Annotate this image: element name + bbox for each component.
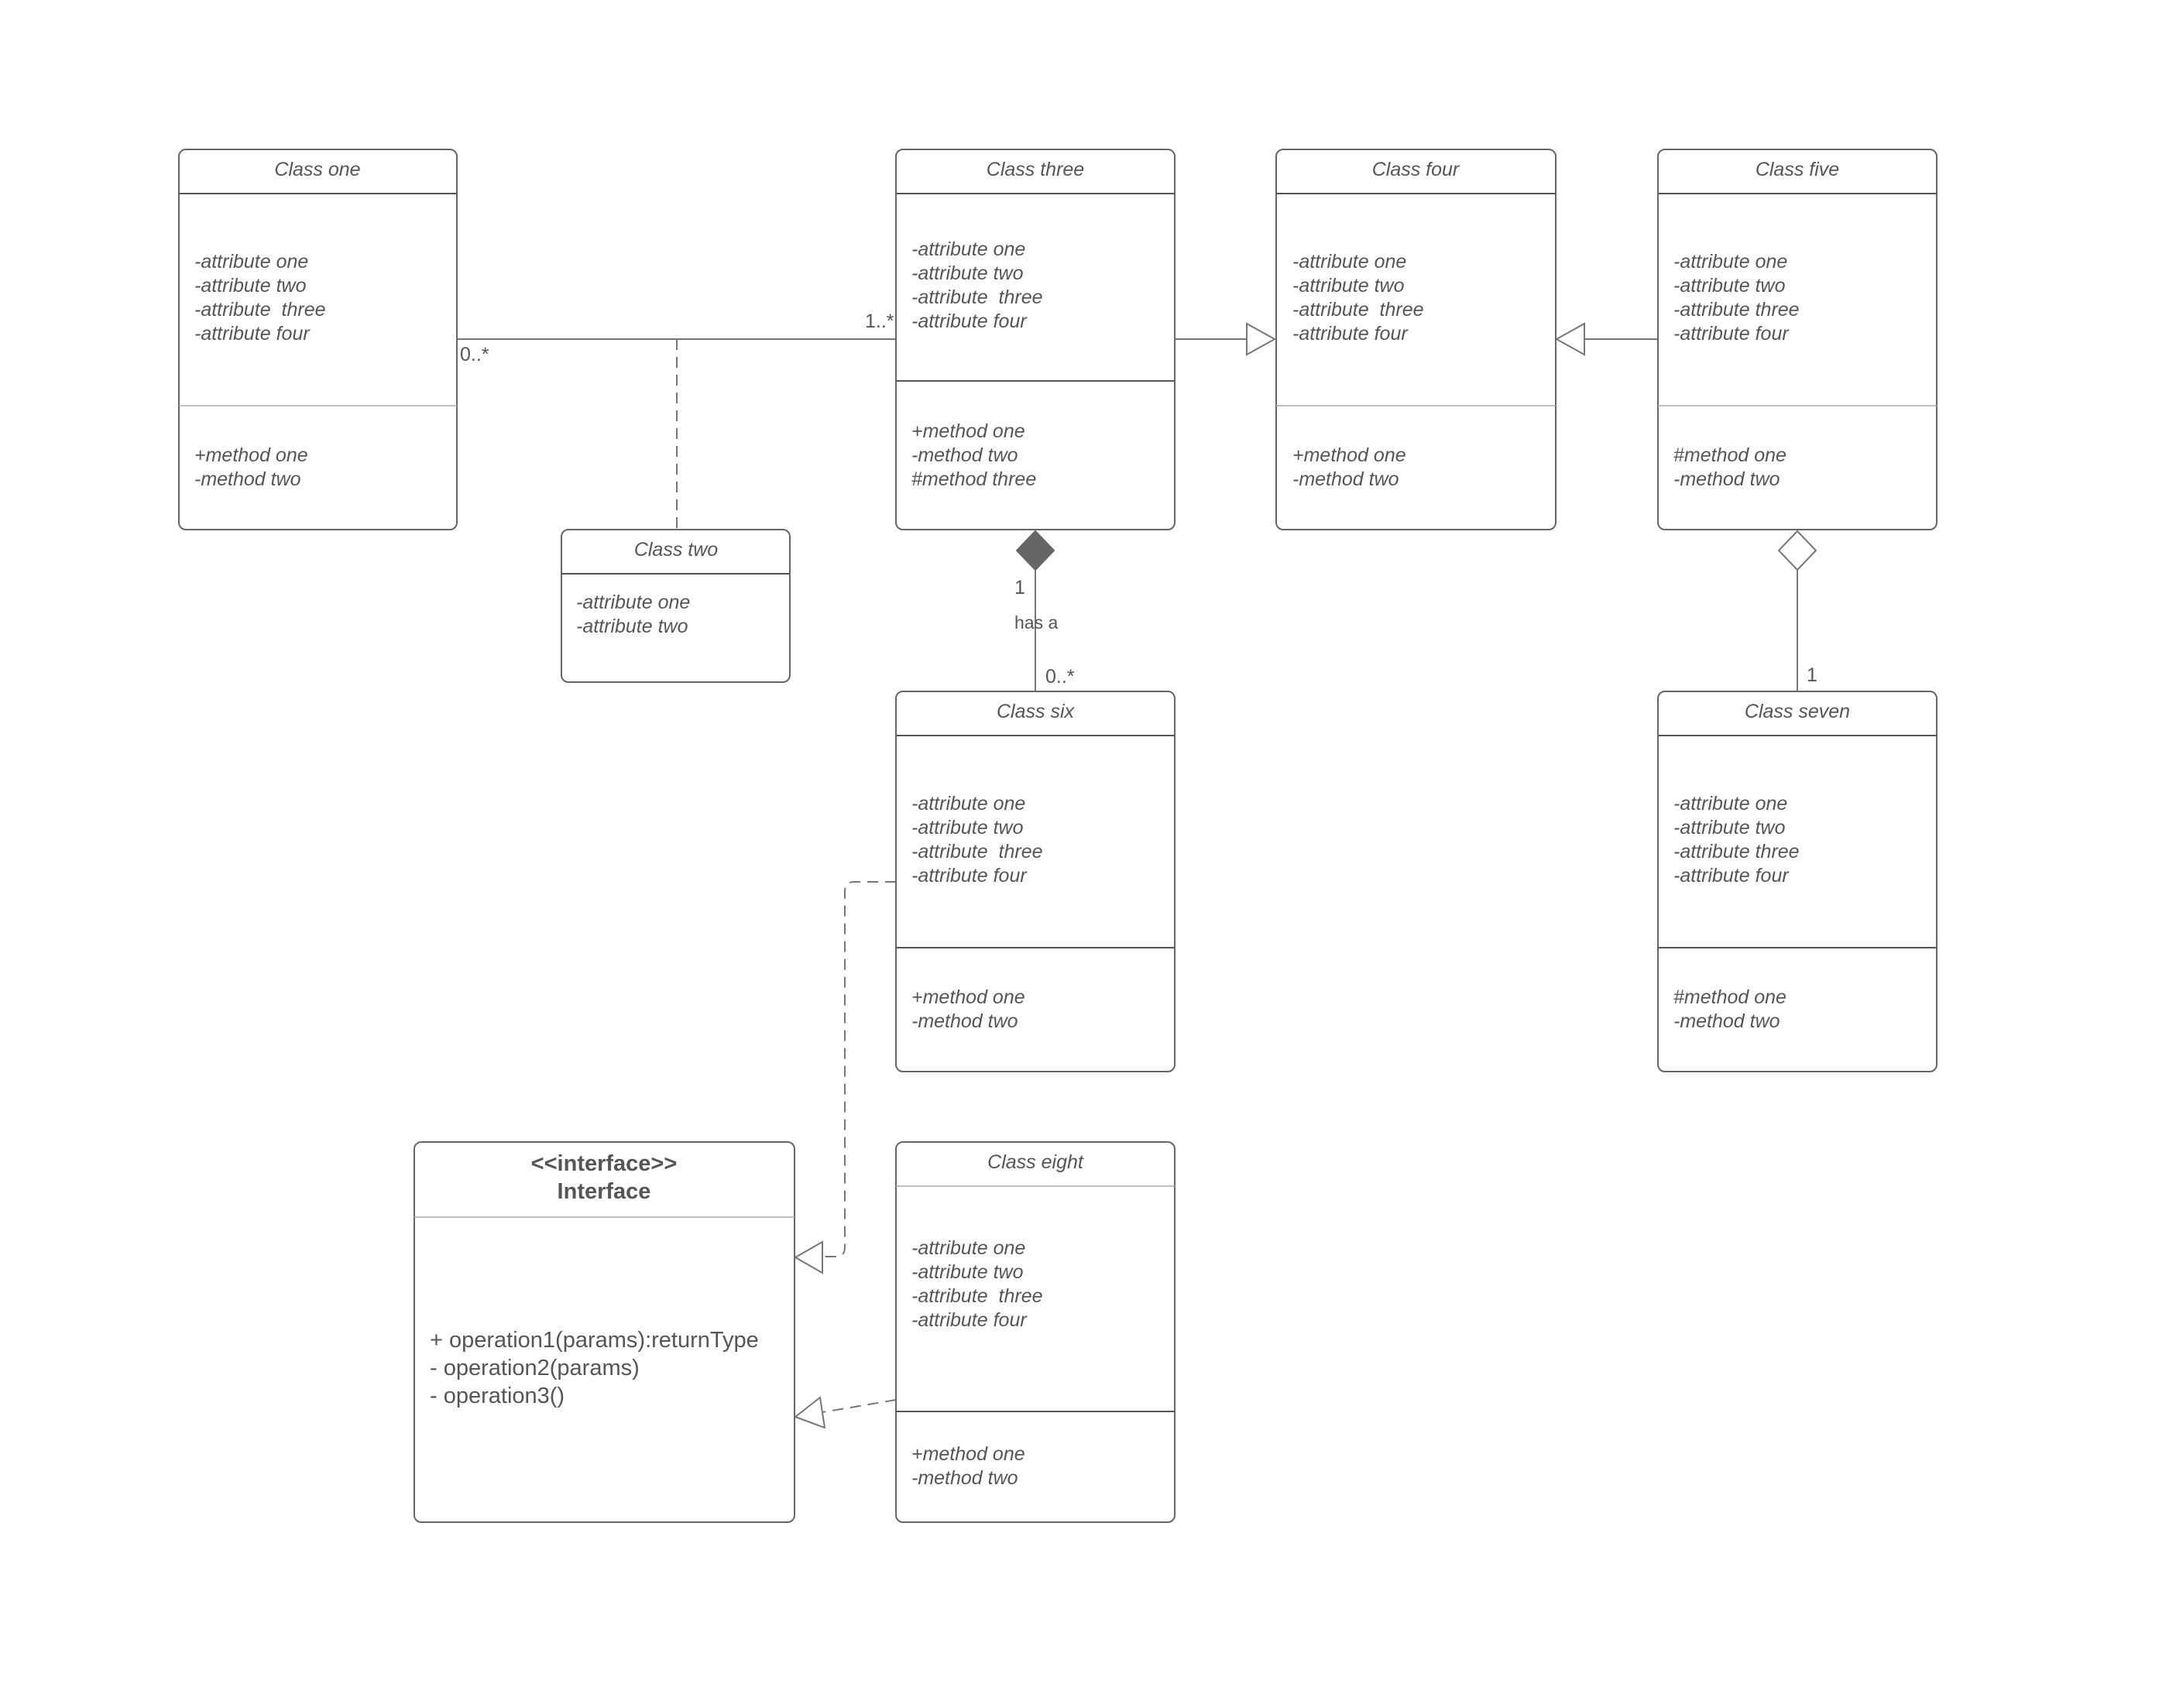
- class-eight[interactable]: Class eight -attribute one -attribute tw…: [895, 1141, 1176, 1523]
- attribute: -attribute two: [1673, 817, 1786, 839]
- class-six[interactable]: Class six -attribute one -attribute two …: [895, 691, 1176, 1072]
- method: +method one: [911, 1443, 1025, 1465]
- generalization-arrowhead-icon: [1246, 322, 1277, 356]
- attribute: -attribute one: [911, 1237, 1025, 1259]
- interface-name: Interface: [558, 1179, 651, 1204]
- method: -method two: [1673, 468, 1780, 490]
- class-two[interactable]: Class two -attribute one -attribute two: [561, 529, 791, 683]
- realization-arrowhead-icon: [793, 1396, 826, 1429]
- attribute: -attribute one: [911, 238, 1025, 260]
- attribute: -attribute three: [194, 299, 326, 321]
- method: -method two: [194, 468, 301, 490]
- attribute: -attribute one: [1292, 251, 1406, 273]
- class-name: Class five: [1756, 159, 1839, 180]
- multiplicity-aggregation-target: 1: [1807, 664, 1817, 686]
- attribute: -attribute four: [1292, 323, 1409, 345]
- method: +method one: [1292, 444, 1406, 466]
- attribute: -attribute two: [911, 817, 1024, 839]
- generalization-arrowhead-icon: [1554, 322, 1585, 356]
- realization-line-eight-interface[interactable]: [822, 1399, 897, 1413]
- method: -method two: [911, 444, 1018, 466]
- method: #method three: [911, 468, 1036, 490]
- class-name: Class one: [274, 159, 360, 180]
- connectors: 0..* 1..* 1 has a 0..* 1: [457, 310, 1817, 1429]
- attribute: -attribute four: [194, 323, 311, 345]
- multiplicity-composition-source: 1: [1014, 577, 1025, 598]
- attribute: -attribute one: [1673, 793, 1787, 815]
- class-seven[interactable]: Class seven -attribute one -attribute tw…: [1657, 691, 1937, 1072]
- interface-box[interactable]: <<interface>> Interface + operation1(par…: [414, 1141, 795, 1523]
- attribute: -attribute three: [911, 286, 1043, 308]
- class-three[interactable]: Class three -attribute one -attribute tw…: [895, 149, 1176, 530]
- attribute: -attribute two: [1292, 275, 1405, 297]
- attribute: -attribute two: [911, 262, 1024, 284]
- multiplicity-class-three-end: 1..*: [865, 310, 894, 332]
- attribute: -attribute four: [1673, 323, 1790, 345]
- class-name: Class seven: [1745, 701, 1850, 722]
- class-name: Class three: [987, 159, 1084, 180]
- attribute: -attribute four: [911, 865, 1028, 887]
- class-four[interactable]: Class four -attribute one -attribute two…: [1275, 149, 1556, 530]
- aggregation-diamond-icon: [1777, 530, 1817, 571]
- method: +method one: [194, 444, 308, 466]
- method: -method two: [1292, 468, 1399, 490]
- class-name: Class six: [997, 701, 1076, 722]
- interface-operation: - operation3(): [430, 1384, 565, 1408]
- attribute: -attribute one: [194, 251, 308, 273]
- interface-operation: + operation1(params):returnType: [430, 1328, 759, 1353]
- multiplicity-composition-target: 0..*: [1045, 666, 1075, 688]
- attribute: -attribute two: [576, 616, 688, 637]
- realization-line-six-interface[interactable]: [822, 881, 896, 1257]
- attribute: -attribute four: [911, 1309, 1028, 1331]
- method: #method one: [1673, 986, 1786, 1008]
- multiplicity-class-one-end: 0..*: [460, 344, 489, 365]
- class-name: Class four: [1372, 159, 1460, 180]
- attribute: -attribute two: [194, 275, 307, 297]
- attribute: -attribute three: [911, 1285, 1043, 1307]
- attribute: -attribute three: [1673, 299, 1800, 321]
- class-name: Class two: [634, 539, 718, 561]
- attribute: -attribute four: [911, 310, 1028, 332]
- attribute: -attribute two: [911, 1261, 1024, 1283]
- attribute: -attribute one: [911, 793, 1025, 815]
- attribute: -attribute one: [576, 592, 690, 613]
- method: #method one: [1673, 444, 1786, 466]
- interface-operation: - operation2(params): [430, 1356, 640, 1380]
- attribute: -attribute three: [1673, 841, 1800, 863]
- attribute: -attribute one: [1673, 251, 1787, 273]
- class-name: Class eight: [987, 1151, 1084, 1173]
- attribute: -attribute four: [1673, 865, 1790, 887]
- method: +method one: [911, 986, 1025, 1008]
- realization-arrowhead-icon: [793, 1240, 823, 1274]
- class-one[interactable]: Class one -attribute one -attribute two …: [178, 149, 458, 530]
- method: -method two: [1673, 1010, 1780, 1032]
- method: +method one: [911, 420, 1025, 442]
- composition-diamond-icon: [1015, 530, 1055, 571]
- attribute: -attribute three: [911, 841, 1043, 863]
- method: -method two: [911, 1010, 1018, 1032]
- class-five[interactable]: Class five -attribute one -attribute two…: [1657, 149, 1937, 530]
- interface-stereotype: <<interface>>: [531, 1151, 678, 1176]
- composition-label: has a: [1014, 612, 1058, 633]
- attribute: -attribute two: [1673, 275, 1786, 297]
- method: -method two: [911, 1467, 1018, 1489]
- attribute: -attribute three: [1292, 299, 1424, 321]
